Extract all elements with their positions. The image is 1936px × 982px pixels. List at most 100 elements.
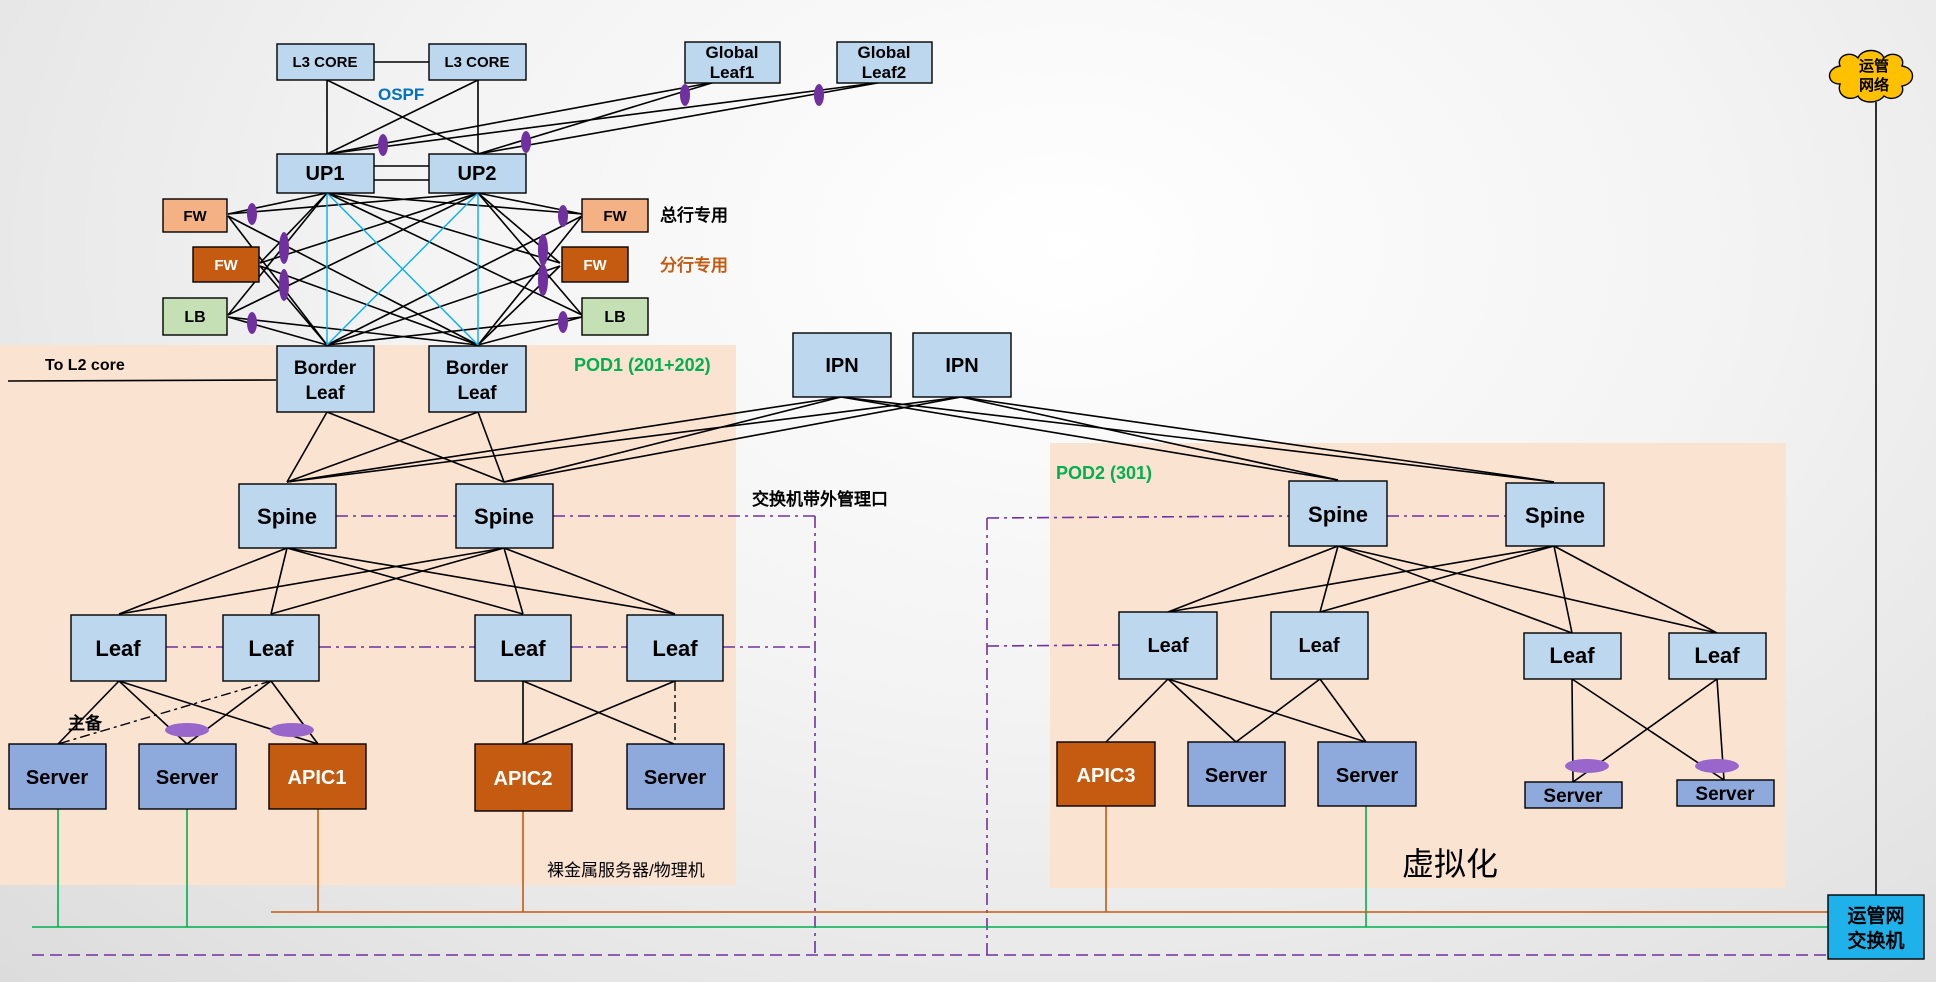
fw-hq-right: FW [581,198,649,233]
svg-text:Leaf: Leaf [500,636,546,661]
pod2-server-3: Server [1524,781,1623,809]
fw-hq-left: FW [162,198,228,233]
svg-text:Spine: Spine [474,504,534,529]
cyan-links [326,192,479,346]
global-leaf-1: Global Leaf1 [684,41,781,84]
svg-text:UP2: UP2 [458,163,497,185]
svg-text:Leaf: Leaf [457,383,497,404]
connection-lines [7,61,1877,895]
svg-text:Leaf: Leaf [1694,643,1740,668]
border-leaf-1: Border Leaf [276,345,375,413]
svg-text:FW: FW [603,208,627,225]
pod1-leaf-3: Leaf [474,614,572,682]
svg-text:L3 CORE: L3 CORE [444,54,509,71]
pod1-label: POD1 (201+202) [574,355,711,375]
baremetal-label: 裸金属服务器/物理机 [547,861,705,880]
mgmt-switch: 运管网 交换机 [1827,894,1925,960]
pod1-leaf-2: Leaf [222,614,320,682]
pod1-server-3: Server [626,743,725,810]
apic1: APIC1 [268,743,367,810]
hq-only-label: 总行专用 [660,205,728,225]
svg-text:FW: FW [214,257,238,274]
lb-right: LB [581,297,649,336]
apic3: APIC3 [1056,741,1156,807]
svg-text:Spine: Spine [1525,503,1585,528]
svg-text:交换机: 交换机 [1847,929,1904,952]
pod1-server-2: Server [138,743,237,810]
virtualization-label: 虚拟化 [1402,846,1498,882]
oob-mgmt-lines [166,515,1506,955]
svg-text:IPN: IPN [945,355,978,377]
to-l2-core-label: To L2 core [45,357,125,374]
svg-text:Leaf: Leaf [305,383,345,404]
svg-text:LB: LB [604,309,625,326]
pod1-leaf-4: Leaf [626,614,724,682]
svg-text:L3 CORE: L3 CORE [292,54,357,71]
up2-switch: UP2 [428,153,527,194]
l3-core-1: L3 CORE [276,43,375,81]
svg-text:Server: Server [644,767,706,789]
pod2-leaf-4: Leaf [1668,632,1767,680]
svg-text:Global: Global [858,43,911,62]
fw-branch-right: FW [561,246,629,283]
ipn-2: IPN [912,332,1012,398]
svg-text:Leaf2: Leaf2 [862,63,906,82]
lb-left: LB [162,297,228,336]
active-standby-label: 主备 [68,713,103,733]
svg-text:LB: LB [184,309,205,326]
pod2-label: POD2 (301) [1056,463,1152,483]
svg-text:Server: Server [26,767,88,789]
mgmt-network-cloud-icon: 运管 网络 [1828,49,1914,103]
oob-label: 交换机带外管理口 [752,489,888,509]
l3-core-2: L3 CORE [428,43,527,81]
svg-text:Leaf1: Leaf1 [710,63,754,82]
pod2-server-1: Server [1187,741,1286,807]
pod1-spine-1: Spine [238,483,337,549]
pod2-spine-2: Spine [1505,482,1605,547]
ipn-1: IPN [792,332,892,398]
svg-text:Border: Border [294,358,357,379]
svg-text:Spine: Spine [1308,502,1368,527]
pod2-server-2: Server [1317,741,1417,807]
ospf-label: OSPF [378,85,424,104]
svg-text:FW: FW [583,257,607,274]
svg-text:网络: 网络 [1859,76,1889,94]
svg-text:Server: Server [1336,765,1398,787]
border-leaf-2: Border Leaf [428,345,527,413]
svg-text:FW: FW [183,208,207,225]
svg-text:Leaf: Leaf [1549,643,1595,668]
svg-text:Global: Global [706,43,759,62]
pod1-server-1: Server [8,743,107,810]
pod2-spine-1: Spine [1288,480,1388,547]
svg-text:Spine: Spine [257,504,317,529]
fw-branch-left: FW [192,246,260,283]
svg-text:Leaf: Leaf [1298,635,1339,657]
pod2-server-4: Server [1676,779,1775,807]
svg-text:Leaf: Leaf [1147,635,1188,657]
svg-text:Leaf: Leaf [248,636,294,661]
svg-text:APIC2: APIC2 [494,768,553,790]
pod1-leaf-1: Leaf [70,614,167,682]
svg-text:APIC1: APIC1 [288,767,347,789]
svg-text:Server: Server [156,767,218,789]
pod2-leaf-3: Leaf [1523,632,1622,680]
svg-text:Server: Server [1205,765,1267,787]
up1-switch: UP1 [276,153,375,194]
svg-text:运管网: 运管网 [1847,904,1904,927]
active-standby-lines [57,680,676,745]
global-leaf-2: Global Leaf2 [836,41,933,84]
svg-text:UP1: UP1 [306,163,345,185]
svg-text:运管: 运管 [1859,57,1889,75]
svg-text:APIC3: APIC3 [1077,765,1136,787]
apic2: APIC2 [474,743,573,812]
bottom-lines [32,806,1828,956]
pod2-leaf-2: Leaf [1270,611,1369,680]
pod2-leaf-1: Leaf [1118,611,1218,680]
link-bundles [165,84,1739,773]
svg-text:Leaf: Leaf [95,636,141,661]
svg-text:Server: Server [1543,786,1603,807]
pod1-spine-2: Spine [455,483,554,549]
svg-text:IPN: IPN [825,355,858,377]
svg-text:Leaf: Leaf [652,636,698,661]
